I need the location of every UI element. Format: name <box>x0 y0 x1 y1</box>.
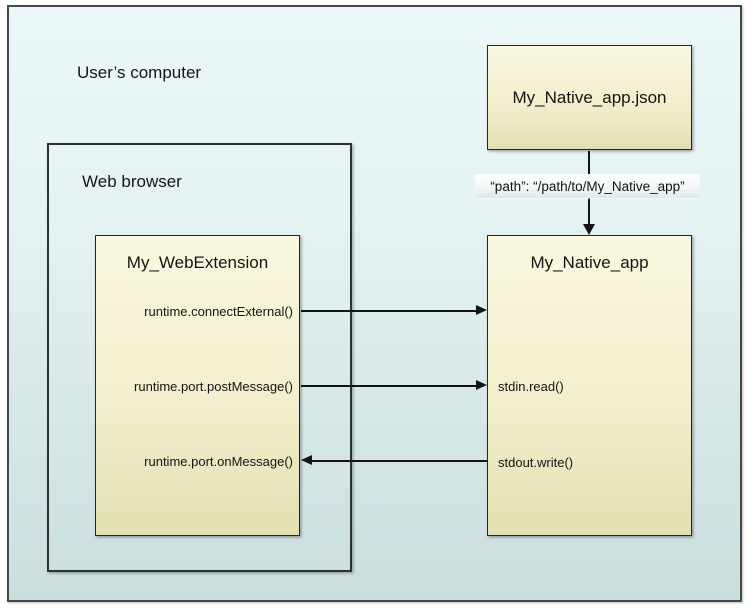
stdout-arrow-line <box>312 460 487 462</box>
arrowhead-left-icon <box>301 455 312 465</box>
webextension-title: My_WebExtension <box>126 253 269 272</box>
arrowhead-right-icon <box>476 380 487 390</box>
manifest-json-box: My_Native_app.json <box>487 45 692 150</box>
native-app-title: My_Native_app <box>530 253 649 272</box>
users-computer-label: User’s computer <box>77 63 202 82</box>
method-stdout-write: stdout.write() <box>498 455 574 470</box>
post-message-arrow-line <box>301 385 477 387</box>
arrowhead-right-icon <box>476 305 487 315</box>
arrowhead-down-icon <box>583 224 595 235</box>
method-stdin-read: stdin.read() <box>498 379 564 394</box>
method-post-message: runtime.port.postMessage() <box>134 379 293 394</box>
web-browser-box <box>47 143 352 572</box>
path-annotation-strip: “path”: “/path/to/My_Native_app” <box>475 174 700 198</box>
native-app-box: My_Native_app stdin.read() stdout.write(… <box>487 235 692 536</box>
connect-external-arrow-line <box>301 310 477 312</box>
manifest-json-title: My_Native_app.json <box>512 87 667 107</box>
web-browser-label: Web browser <box>82 172 182 191</box>
method-on-message: runtime.port.onMessage() <box>144 454 293 469</box>
method-connect-external: runtime.connectExternal() <box>144 304 293 319</box>
webextension-box: My_WebExtension runtime.connectExternal(… <box>95 235 300 536</box>
path-annotation-text: “path”: “/path/to/My_Native_app” <box>490 178 685 194</box>
